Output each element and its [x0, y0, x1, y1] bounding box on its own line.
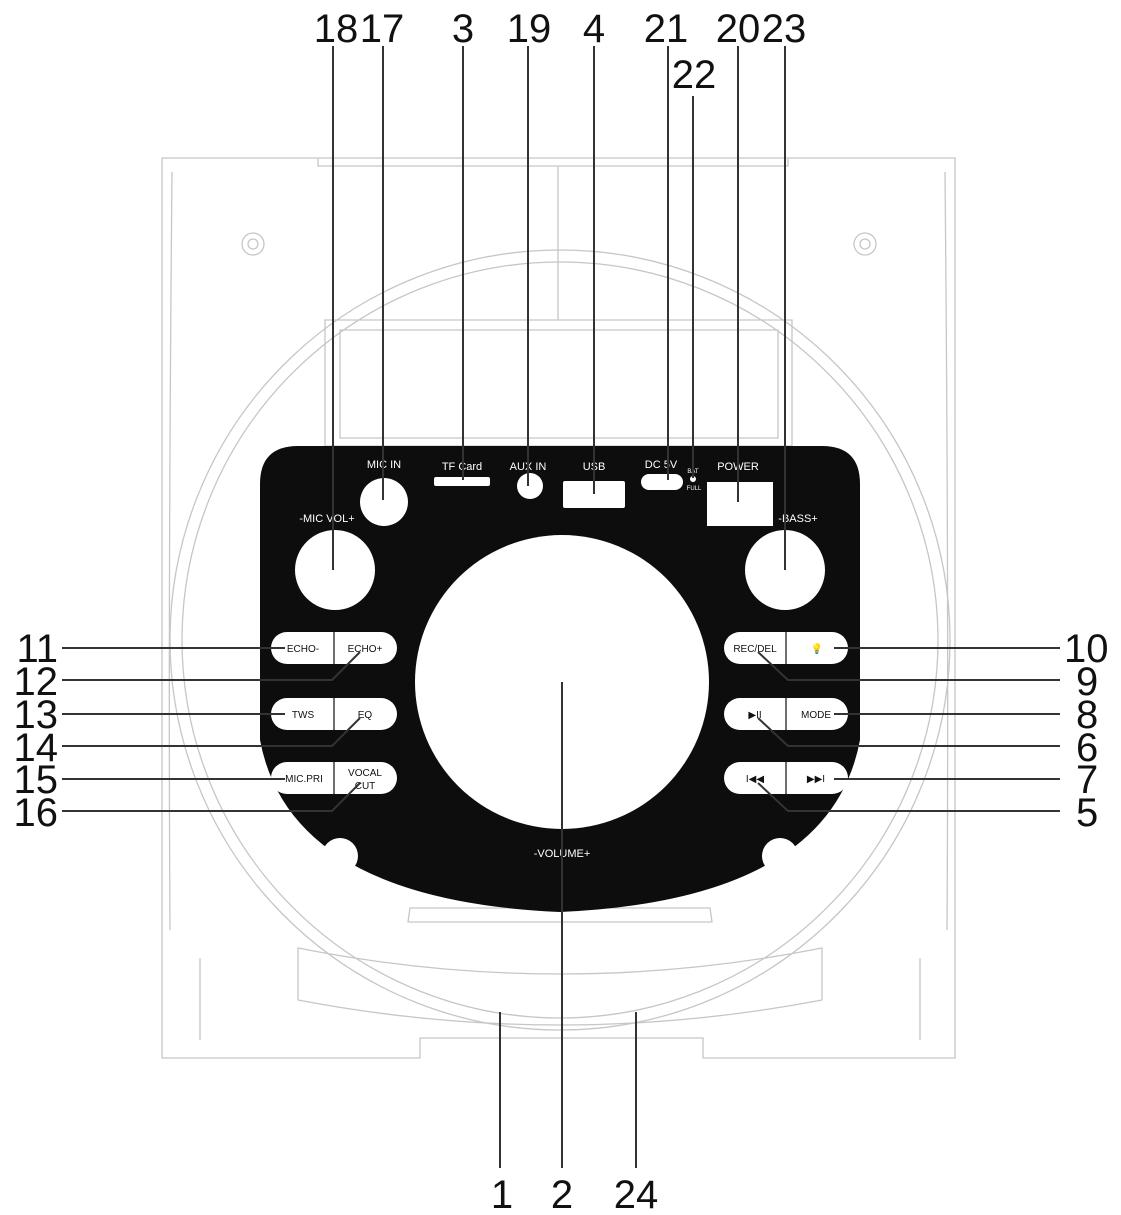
- callout-18: 18: [314, 7, 359, 51]
- callout-1: 1: [491, 1173, 513, 1215]
- dc5v-port[interactable]: [641, 474, 683, 490]
- label-bass: -BASS+: [778, 513, 817, 525]
- vocal-cut-button-line1[interactable]: VOCAL: [348, 768, 382, 779]
- label-dc5v: DC 5V: [645, 459, 678, 471]
- light-button-icon[interactable]: 💡: [811, 642, 823, 655]
- label-full: FULL: [687, 486, 702, 492]
- mic-pri-button[interactable]: MIC.PRI: [285, 774, 323, 785]
- echo-plus-button[interactable]: ECHO+: [348, 644, 383, 655]
- callout-8: 8: [1076, 693, 1098, 737]
- callout-10: 10: [1064, 627, 1109, 671]
- callout-11: 11: [16, 627, 58, 671]
- prev-button[interactable]: I◀◀: [746, 774, 764, 785]
- mic-in-jack[interactable]: [360, 478, 408, 526]
- callout-3: 3: [452, 7, 474, 51]
- label-mic-vol: -MIC VOL+: [299, 513, 354, 525]
- callout-numbers: 18 17 3 19 4 21 20 23 22 11 12 13 14 15 …: [14, 7, 1109, 1215]
- mode-button[interactable]: MODE: [801, 710, 831, 721]
- callout-19: 19: [507, 7, 552, 51]
- callout-5: 5: [1076, 791, 1098, 835]
- play-pause-button[interactable]: ▶II: [748, 710, 761, 721]
- label-mic-in: MIC IN: [367, 459, 401, 471]
- mic-vol-knob[interactable]: [295, 530, 375, 610]
- tf-card-slot[interactable]: [434, 477, 490, 486]
- right-buttons: [724, 632, 848, 794]
- callout-16: 16: [14, 791, 59, 835]
- callout-12: 12: [14, 660, 59, 704]
- battery-led: [690, 476, 696, 482]
- aux-in-jack[interactable]: [517, 473, 543, 499]
- callout-9: 9: [1076, 660, 1098, 704]
- tws-button[interactable]: TWS: [292, 710, 315, 721]
- callout-14: 14: [14, 726, 59, 770]
- callout-21: 21: [644, 7, 689, 51]
- rec-del-button[interactable]: REC/DEL: [733, 644, 777, 655]
- power-switch[interactable]: [707, 482, 773, 526]
- callout-20: 20: [716, 7, 761, 51]
- eq-button[interactable]: EQ: [358, 710, 373, 721]
- right-foot-hole: [762, 838, 798, 874]
- callout-15: 15: [14, 758, 59, 802]
- leader-lines: [62, 46, 1060, 1168]
- callout-24: 24: [614, 1173, 659, 1215]
- callout-23: 23: [762, 7, 807, 51]
- next-button[interactable]: ▶▶I: [807, 774, 825, 785]
- callout-7: 7: [1076, 758, 1098, 802]
- echo-minus-button[interactable]: ECHO-: [287, 644, 319, 655]
- callout-2: 2: [551, 1173, 573, 1215]
- vocal-cut-button-line2[interactable]: CUT: [355, 781, 376, 792]
- callout-6: 6: [1076, 726, 1098, 770]
- usb-port[interactable]: [563, 481, 625, 508]
- left-buttons: [271, 632, 397, 794]
- callout-17: 17: [360, 7, 405, 51]
- callout-13: 13: [14, 693, 59, 737]
- callout-22: 22: [672, 53, 717, 97]
- left-foot-hole: [322, 838, 358, 874]
- callout-4: 4: [583, 7, 605, 51]
- button-labels: ECHO- ECHO+ TWS EQ MIC.PRI VOCAL CUT REC…: [285, 642, 831, 792]
